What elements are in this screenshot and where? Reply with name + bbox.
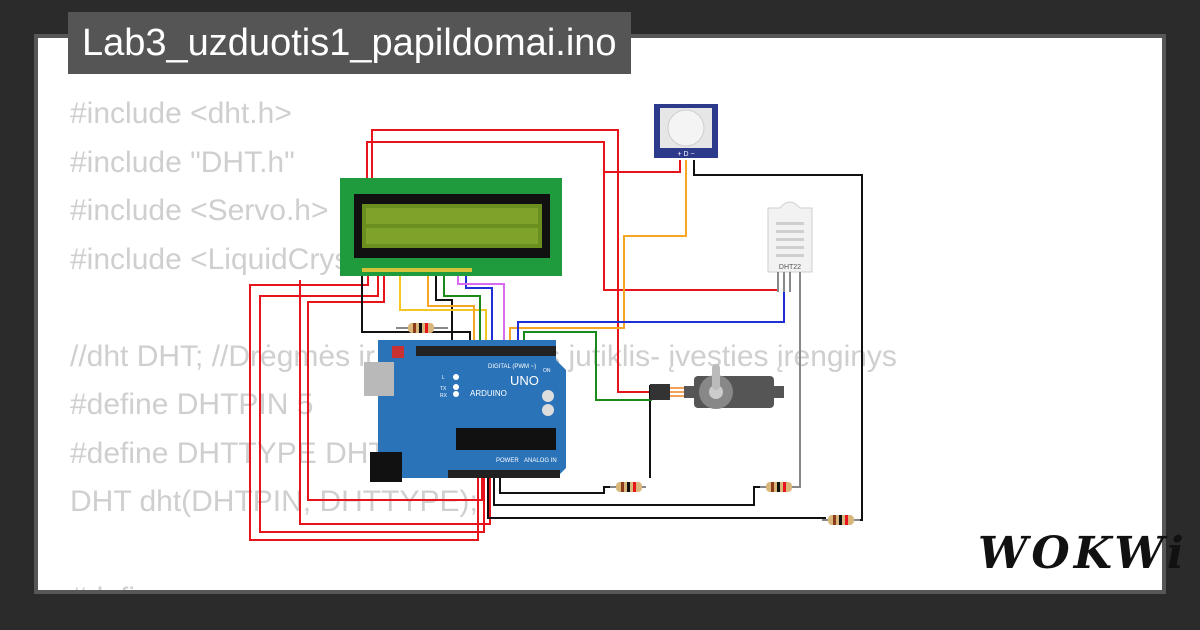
code-line: #define DHTTYPE DHT22 (70, 436, 421, 470)
board-model: UNO (510, 373, 539, 388)
lcd-display (340, 178, 562, 276)
power-label: POWER (496, 458, 519, 464)
tx-label: TX (440, 386, 447, 392)
dht22-sensor: DHT22 (767, 201, 813, 292)
wire-black (499, 478, 614, 494)
board-brand: ARDUINO (470, 389, 507, 398)
servo-motor (650, 364, 784, 409)
arduino-uno: UNO ARDUINO DIGITAL (PWM ~) POWER ANALOG… (364, 340, 566, 482)
wire-blue (465, 272, 493, 345)
wire-red (307, 272, 483, 501)
code-line: #include "DHT.h" (70, 145, 295, 179)
wire-green (523, 331, 652, 401)
project-title: Lab3_uzduotis1_papildomai.ino (68, 12, 631, 74)
wire-red (603, 160, 681, 290)
wire-black (435, 272, 453, 345)
wire-black (487, 478, 826, 519)
wire-orange (509, 160, 687, 345)
analog-label: ANALOG IN (524, 458, 557, 464)
wire-black (493, 478, 764, 506)
wires (249, 129, 863, 541)
wire-red (371, 129, 652, 393)
wire-orange (399, 272, 487, 345)
resistor (396, 323, 448, 333)
code-line: #include <Servo.h> (70, 194, 329, 227)
code-line: #define DHTPIN 5 (70, 388, 314, 421)
wire-orange (427, 272, 475, 345)
code-line: DHT dht(DHTPIN, DHTTYPE); (70, 485, 478, 518)
resistor (760, 482, 796, 492)
resistor (610, 482, 646, 492)
on-label: ON (543, 368, 551, 374)
rx-label: RX (440, 393, 448, 399)
wire-green (443, 272, 481, 345)
l-label: L (442, 375, 445, 381)
wokwi-logo: WOKWi (978, 528, 1188, 579)
wire-gray (790, 272, 801, 488)
code-line: #define ... (70, 582, 202, 590)
code-line: #include <dht.h> (70, 97, 292, 130)
pir-pin-label: + D − (677, 151, 694, 158)
resistor (822, 515, 860, 525)
wire-red (249, 272, 479, 541)
pir-sensor: + D − (654, 104, 718, 158)
digital-label: DIGITAL (PWM ~) (488, 364, 536, 370)
wire-red (299, 280, 491, 525)
wire-violet (457, 272, 505, 345)
dht22-label: DHT22 (779, 264, 801, 271)
wire-blue (517, 290, 785, 345)
project-card: #include <dht.h> #include "DHT.h" #inclu… (34, 34, 1166, 594)
